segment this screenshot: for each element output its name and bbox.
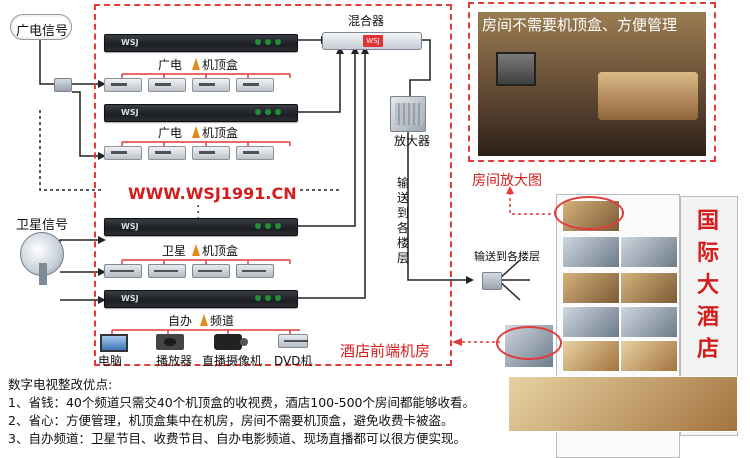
mixer-device: WSJ <box>322 32 422 50</box>
stb-1-2 <box>148 78 186 92</box>
advantage-item: 3、自办频道：卫星节目、收费节目、自办电影频道、现场直播都可以很方便实现。 <box>8 431 466 446</box>
sat-receiver-4 <box>236 264 274 278</box>
advantages-title: 数字电视整改优点: <box>8 377 113 392</box>
source-label-dvd: DVD机 <box>274 354 313 368</box>
advantage-item: 1、省钱：40个频道只需交40个机顶盒的收视费，酒店100-500个房间都能够收… <box>8 395 475 410</box>
floor-photo <box>562 340 620 372</box>
amplifier-label: 放大器 <box>394 134 431 148</box>
encoder-rack-4: WSJ <box>104 290 298 308</box>
dvd-player-icon <box>278 334 308 348</box>
group-3-label-a: 卫星 <box>162 244 187 258</box>
cable-signal-cloud <box>10 14 72 40</box>
hotel-sign-char: 店 <box>696 337 719 362</box>
sat-receiver-2 <box>148 264 186 278</box>
vertical-caption-char: 层 <box>396 251 409 265</box>
satellite-signal-label: 卫星信号 <box>16 218 69 233</box>
input-splitter <box>54 78 72 92</box>
hotel-sign-char: 际 <box>696 241 719 266</box>
advantage-item: 2、省心：方便管理，机顶盒集中在机房，房间不需要机顶盒，避免收费卡被盗。 <box>8 413 454 428</box>
source-label-computer: 电脑 <box>98 354 123 368</box>
floor-photo <box>620 272 678 304</box>
floor-photo <box>620 306 678 338</box>
stb-2-3 <box>192 146 230 160</box>
rack-logo: WSJ <box>121 222 139 231</box>
website-label: WWW.WSJ1991.CN <box>128 184 297 203</box>
vertical-caption: 输 送 到 各 楼 层 <box>396 176 410 266</box>
floor-photo <box>562 306 620 338</box>
group-4-label-b: 频道 <box>210 314 235 328</box>
mixer-logo: WSJ <box>363 35 383 47</box>
mixer-label: 混合器 <box>348 14 385 28</box>
floor-photo <box>562 236 620 268</box>
computer-icon <box>100 334 128 352</box>
stb-1-3 <box>192 78 230 92</box>
live-camera-icon <box>214 334 248 350</box>
floors-caption: 输送到各楼层 <box>474 250 540 263</box>
vertical-caption-char: 楼 <box>396 236 409 250</box>
hotel-sign: 国 际 大 酒 店 <box>688 206 728 366</box>
headend-caption: 酒店前端机房 <box>340 342 431 360</box>
source-label-player: 播放器 <box>156 354 193 368</box>
group-4-label-a: 自办 <box>168 314 193 328</box>
room-zoom-caption: 房间放大图 <box>472 173 542 189</box>
room-caption: 房间不需要机顶盒、方便管理 <box>482 16 678 34</box>
group-2-label-a: 广电 <box>158 126 183 140</box>
encoder-rack-1: WSJ <box>104 34 298 52</box>
vertical-caption-char: 输 <box>396 176 409 190</box>
source-label-camera: 直播摄像机 <box>202 354 263 368</box>
headend-highlight-circle <box>496 326 562 360</box>
vertical-caption-char: 到 <box>396 206 409 220</box>
group-2-label-b: 机顶盒 <box>202 126 239 140</box>
stb-1-4 <box>236 78 274 92</box>
advantages-block: 数字电视整改优点: 1、省钱：40个频道只需交40个机顶盒的收视费，酒店100-… <box>8 376 475 448</box>
hotel-sign-char: 酒 <box>696 305 719 330</box>
stb-2-2 <box>148 146 186 160</box>
floor-splitter <box>482 272 502 290</box>
sat-receiver-3 <box>192 264 230 278</box>
satellite-dish-icon <box>20 232 64 285</box>
stb-1-1 <box>104 78 142 92</box>
floor-photo <box>620 340 678 372</box>
rack-logo: WSJ <box>121 108 139 117</box>
floor-photo <box>562 272 620 304</box>
vertical-caption-char: 送 <box>396 191 409 205</box>
stb-2-1 <box>104 146 142 160</box>
lobby-photo <box>508 376 738 432</box>
sat-receiver-1 <box>104 264 142 278</box>
media-player-icon <box>156 334 184 350</box>
group-1-label-b: 机顶盒 <box>202 58 239 72</box>
group-3-label-b: 机顶盒 <box>202 244 239 258</box>
cable-signal-label: 广电信号 <box>16 24 69 39</box>
hotel-sign-char: 国 <box>696 209 719 234</box>
amplifier-device <box>390 96 426 132</box>
hotel-room-photo <box>478 12 706 156</box>
hotel-sign-char: 大 <box>696 273 719 298</box>
group-1-label-a: 广电 <box>158 58 183 72</box>
rack-logo: WSJ <box>121 294 139 303</box>
headend-room-frame <box>94 4 452 366</box>
floor-photo <box>620 236 678 268</box>
vertical-caption-char: 各 <box>396 221 409 235</box>
encoder-rack-2: WSJ <box>104 104 298 122</box>
room-highlight-circle <box>554 196 624 230</box>
encoder-rack-3: WSJ <box>104 218 298 236</box>
room-zoom-frame <box>468 2 716 162</box>
stb-2-4 <box>236 146 274 160</box>
rack-logo: WSJ <box>121 38 139 47</box>
